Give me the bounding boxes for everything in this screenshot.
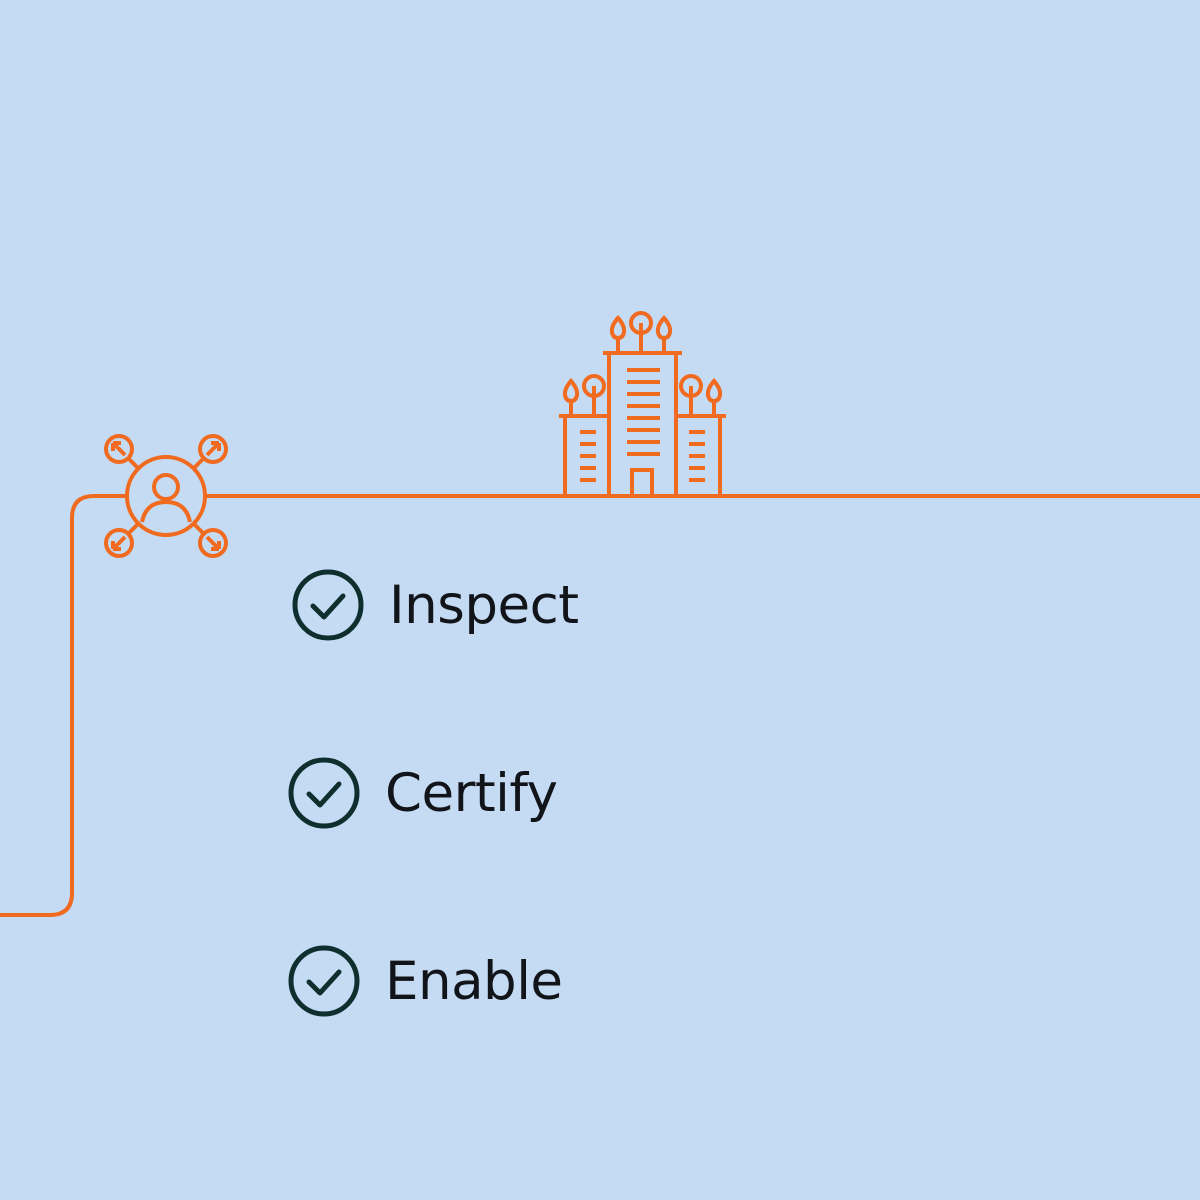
timeline-path: [0, 494, 1200, 917]
checklist-item-certify: Certify: [287, 756, 558, 830]
checklist-item-inspect: Inspect: [291, 568, 579, 642]
city-buildings-icon: [559, 311, 726, 498]
checklist-item-enable: Enable: [287, 944, 563, 1018]
checklist-label: Enable: [385, 950, 563, 1012]
user-network-icon: [104, 434, 228, 558]
checklist-label: Inspect: [389, 574, 579, 636]
check-circle-icon: [292, 569, 364, 641]
checklist-label: Certify: [385, 762, 558, 824]
check-circle-icon: [288, 945, 360, 1017]
check-circle-icon: [288, 757, 360, 829]
